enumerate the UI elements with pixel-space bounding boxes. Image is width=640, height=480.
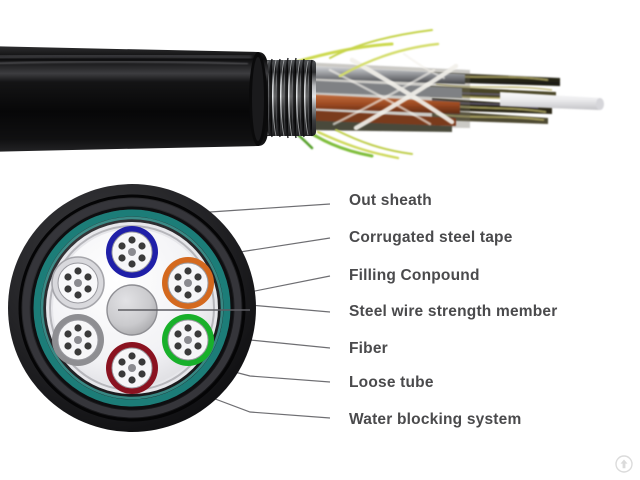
photo-ripcord-strands	[288, 29, 440, 160]
photo-central-strength-rod	[500, 92, 604, 110]
loose-tube-upper-right-orange	[162, 257, 214, 309]
label-out-sheath: Out sheath	[349, 192, 432, 209]
circled-up-arrow-icon	[615, 455, 633, 473]
photo-aramid-yarn	[328, 52, 459, 131]
label-water-blocking-system: Water blocking system	[349, 411, 522, 428]
loose-tube-upper-left-white	[51, 256, 105, 310]
ring-corrugated-steel-tape	[22, 198, 242, 418]
label-steel-wire-strength-member: Steel wire strength member	[349, 303, 558, 320]
loose-tube-lower-right-green	[162, 314, 214, 366]
cable-photograph	[0, 0, 640, 180]
loose-tube-top-blue	[106, 226, 158, 278]
ring-sheath-inner-edge	[18, 194, 246, 422]
cross-section-diagram	[0, 180, 640, 480]
loose-tube-bottom-red	[106, 342, 158, 394]
steel-wire-strength-member	[106, 284, 250, 336]
label-loose-tube: Loose tube	[349, 374, 434, 391]
label-corrugated-steel-tape: Corrugated steel tape	[349, 229, 513, 246]
loose-tubes	[51, 226, 214, 394]
label-filling-conpound: Filling Conpound	[349, 267, 480, 284]
loose-tube-lower-left-gray	[52, 314, 104, 366]
label-fiber: Fiber	[349, 340, 388, 357]
photo-outer-sheath	[0, 46, 268, 152]
ring-water-blocking-system	[33, 209, 231, 407]
